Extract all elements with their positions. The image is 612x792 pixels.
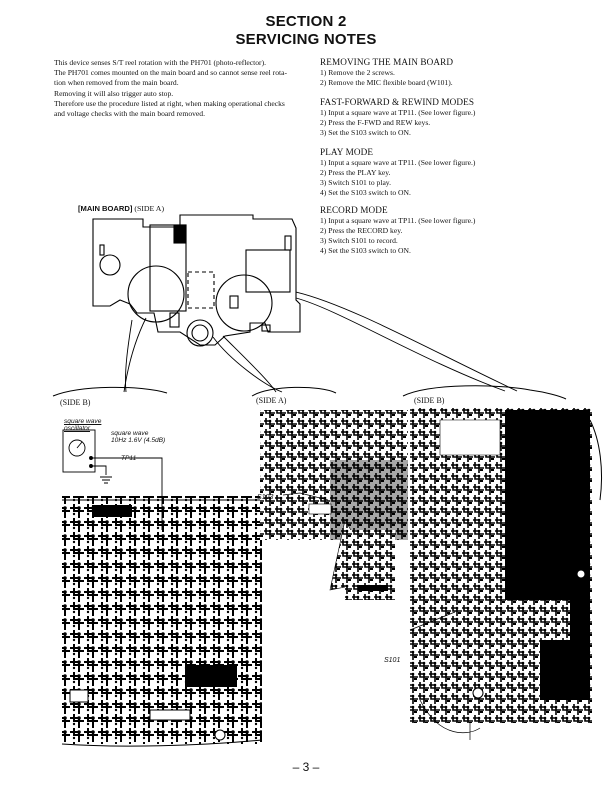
pcb-side-a	[260, 410, 408, 600]
main-board-outline	[92, 214, 301, 347]
step: 2) Press the RECORD key.	[320, 226, 403, 235]
main-board-label-side: (SIDE A)	[132, 204, 165, 213]
view-brackets	[52, 385, 567, 400]
intro-line: This device senses S/T reel rotation wit…	[54, 58, 267, 67]
intro-line: The PH701 comes mounted on the main boar…	[54, 68, 288, 78]
step: 3) Switch S101 to record.	[320, 236, 398, 245]
square-wave-spec: square wave 10Hz 1.6V (4.5dB)	[111, 430, 165, 445]
page-number: – 3 –	[292, 760, 320, 774]
step: 1) Input a square wave at TP11. (See low…	[320, 108, 476, 117]
step: 2) Press the F-FWD and REW keys.	[320, 118, 431, 127]
step: 1) Remove the 2 screws.	[320, 68, 395, 77]
step: 3) Switch S101 to play.	[320, 178, 392, 187]
section-heading: REMOVING THE MAIN BOARD	[320, 57, 454, 67]
s103-label: S103	[257, 494, 274, 501]
section-number: SECTION 2	[265, 13, 347, 30]
removing-main-board-section: REMOVING THE MAIN BOARD 1) Remove the 2 …	[320, 56, 560, 88]
main-board-label: [MAIN BOARD] (SIDE A)	[78, 204, 164, 213]
section-heading: RECORD MODE	[320, 205, 388, 215]
step: 1) Input a square wave at TP11. (See low…	[320, 158, 476, 167]
intro-line: tion when removed from the main board.	[54, 78, 179, 88]
step: 2) Press the PLAY key.	[320, 168, 391, 177]
side-b-left-label: (SIDE B)	[60, 398, 91, 407]
intro-paragraph: This device senses S/T reel rotation wit…	[54, 58, 306, 119]
play-mode-section: PLAY MODE 1) Input a square wave at TP11…	[320, 146, 560, 198]
callout-lines	[123, 291, 518, 393]
step: 3) Set the S103 switch to ON.	[320, 128, 411, 137]
section-title: SERVICING NOTES	[235, 31, 377, 48]
main-board-label-bold: [MAIN BOARD]	[78, 204, 133, 213]
step: 1) Input a square wave at TP11. (See low…	[320, 216, 476, 225]
step: 4) Set the S103 switch to ON.	[320, 246, 411, 255]
s101-label: S101	[384, 657, 401, 664]
step: 4) Set the S103 switch to ON.	[320, 188, 411, 197]
tp11-label: TP11	[121, 455, 137, 462]
section-heading: FAST-FORWARD & REWIND MODES	[320, 97, 475, 107]
side-b-right-label: (SIDE B)	[414, 396, 445, 405]
step: 2) Remove the MIC flexible board (W101).	[320, 78, 453, 87]
intro-line: Removing it will also trigger auto stop.	[54, 88, 174, 98]
ff-rew-section: FAST-FORWARD & REWIND MODES 1) Input a s…	[320, 96, 560, 138]
oscillator-diagram	[62, 429, 163, 530]
square-wave-line: square wave	[111, 430, 149, 437]
oscillator-label: square wave oscillator	[64, 418, 102, 433]
section-heading: PLAY MODE	[320, 147, 374, 157]
side-a-label: (SIDE A)	[256, 396, 287, 405]
square-wave-freq: 10Hz 1.6V (4.5dB)	[111, 437, 166, 445]
intro-line: Therefore use the procedure listed at ri…	[54, 98, 285, 108]
record-mode-section: RECORD MODE 1) Input a square wave at TP…	[320, 204, 560, 256]
intro-line: and voltage checks with the main board r…	[54, 109, 205, 119]
pcb-side-b-right	[409, 408, 602, 740]
pcb-side-b-left	[61, 496, 263, 747]
